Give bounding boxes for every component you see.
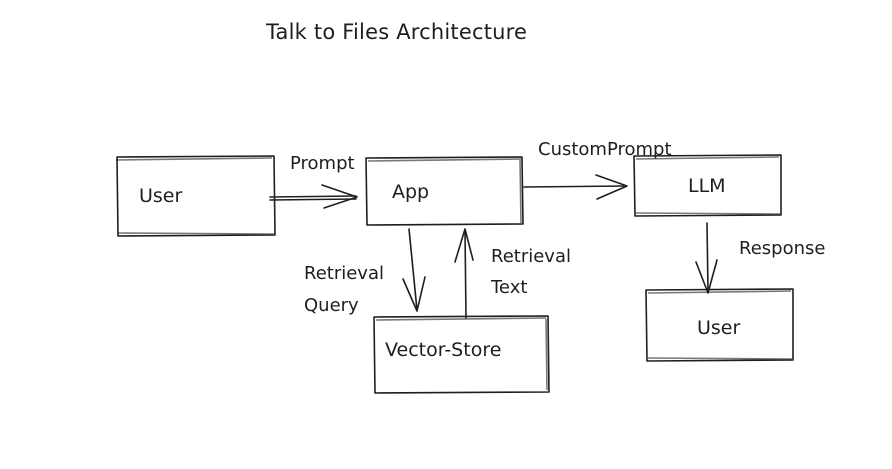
edge-retrieval-query[interactable]: Retrieval Query [304, 228, 426, 316]
node-user-target-label: User [697, 317, 740, 339]
node-user-source-label: User [139, 185, 182, 207]
edge-custom-prompt-label: CustomPrompt [538, 139, 672, 160]
edge-retrieval-text-line [464, 229, 467, 319]
edge-response-line [706, 222, 709, 293]
diagram-title: Talk to Files Architecture [265, 20, 527, 44]
node-vector-store[interactable]: Vector-Store [373, 315, 550, 394]
edge-retrieval-query-label-line2: Query [304, 295, 359, 316]
edge-retrieval-query-label: Retrieval Query [304, 263, 390, 316]
node-vector-store-box-sketch [375, 317, 548, 391]
edge-retrieval-text-label-line2: Text [490, 277, 527, 298]
edge-retrieval-query-label-line1: Retrieval [304, 263, 384, 284]
node-user-source-box [116, 155, 276, 237]
node-app-box [365, 156, 524, 226]
edge-prompt-arrowhead [321, 184, 358, 209]
edge-retrieval-text-label: Retrieval Text [490, 246, 577, 298]
edge-retrieval-query-arrowhead [402, 276, 426, 312]
edge-retrieval-text-arrowhead [454, 228, 474, 263]
node-user-source[interactable]: User [115, 155, 276, 237]
edge-prompt-label: Prompt [290, 153, 355, 174]
node-vector-store-box [373, 315, 550, 394]
edge-custom-prompt[interactable]: CustomPrompt [523, 139, 672, 200]
node-app[interactable]: App [365, 156, 524, 226]
edge-response-label: Response [739, 238, 825, 259]
node-llm-box [633, 154, 782, 217]
node-app-label: App [392, 181, 429, 203]
edge-response-arrowhead [695, 259, 718, 294]
node-llm[interactable]: LLM [633, 154, 782, 217]
edge-custom-prompt-line [523, 185, 627, 188]
node-llm-box-sketch [635, 156, 781, 215]
edge-prompt-line [269, 195, 357, 201]
node-app-box-sketch [367, 158, 522, 224]
edge-response[interactable]: Response [695, 222, 825, 294]
node-vector-store-label: Vector-Store [385, 339, 501, 361]
node-user-target[interactable]: User [645, 288, 794, 362]
edge-prompt[interactable]: Prompt [269, 153, 358, 209]
edge-custom-prompt-arrowhead [595, 174, 628, 200]
node-user-target-box [645, 288, 794, 362]
node-user-target-box-sketch [647, 290, 793, 360]
edge-retrieval-text[interactable]: Retrieval Text [454, 228, 577, 319]
node-user-source-box-sketch [115, 157, 275, 235]
edge-retrieval-text-label-line1: Retrieval [491, 246, 571, 267]
node-llm-label: LLM [688, 175, 726, 197]
edge-retrieval-query-line [408, 228, 418, 311]
